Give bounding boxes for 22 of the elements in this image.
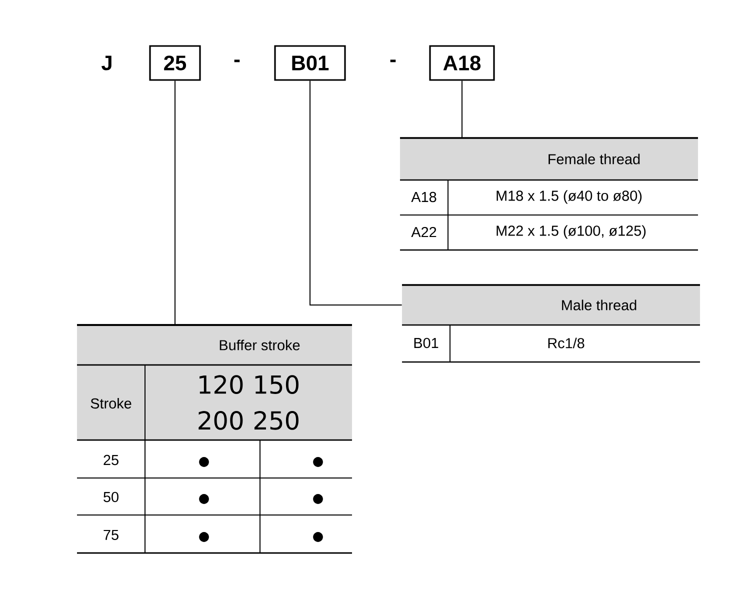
leader-line (174, 80, 176, 326)
dot-mark: ● (199, 494, 209, 504)
table-cell: A22 (411, 226, 436, 238)
table-cell: 50 (104, 492, 118, 502)
code-box: A18 (429, 45, 495, 81)
code-letter: - (234, 60, 240, 62)
dot-mark: ● (199, 532, 209, 542)
table-header: Male thread (402, 285, 700, 325)
dot-mark: ● (313, 494, 323, 504)
leader-line (310, 80, 402, 306)
table-cell: 75 (104, 530, 118, 540)
table-cell: Stroke (77, 365, 145, 440)
dot-mark: ● (313, 457, 323, 467)
dot-mark: ● (313, 532, 323, 542)
dot-mark: ● (199, 457, 209, 467)
code-letter: J (102, 56, 112, 70)
code-letter: - (390, 60, 396, 62)
code-box: 25 (149, 45, 201, 81)
code-box: B01 (274, 45, 346, 81)
table-cell: M22 x 1.5 (ø100, ø125) (496, 225, 646, 239)
table-header: Female thread (400, 138, 698, 180)
table-cell: 25 (104, 454, 118, 466)
